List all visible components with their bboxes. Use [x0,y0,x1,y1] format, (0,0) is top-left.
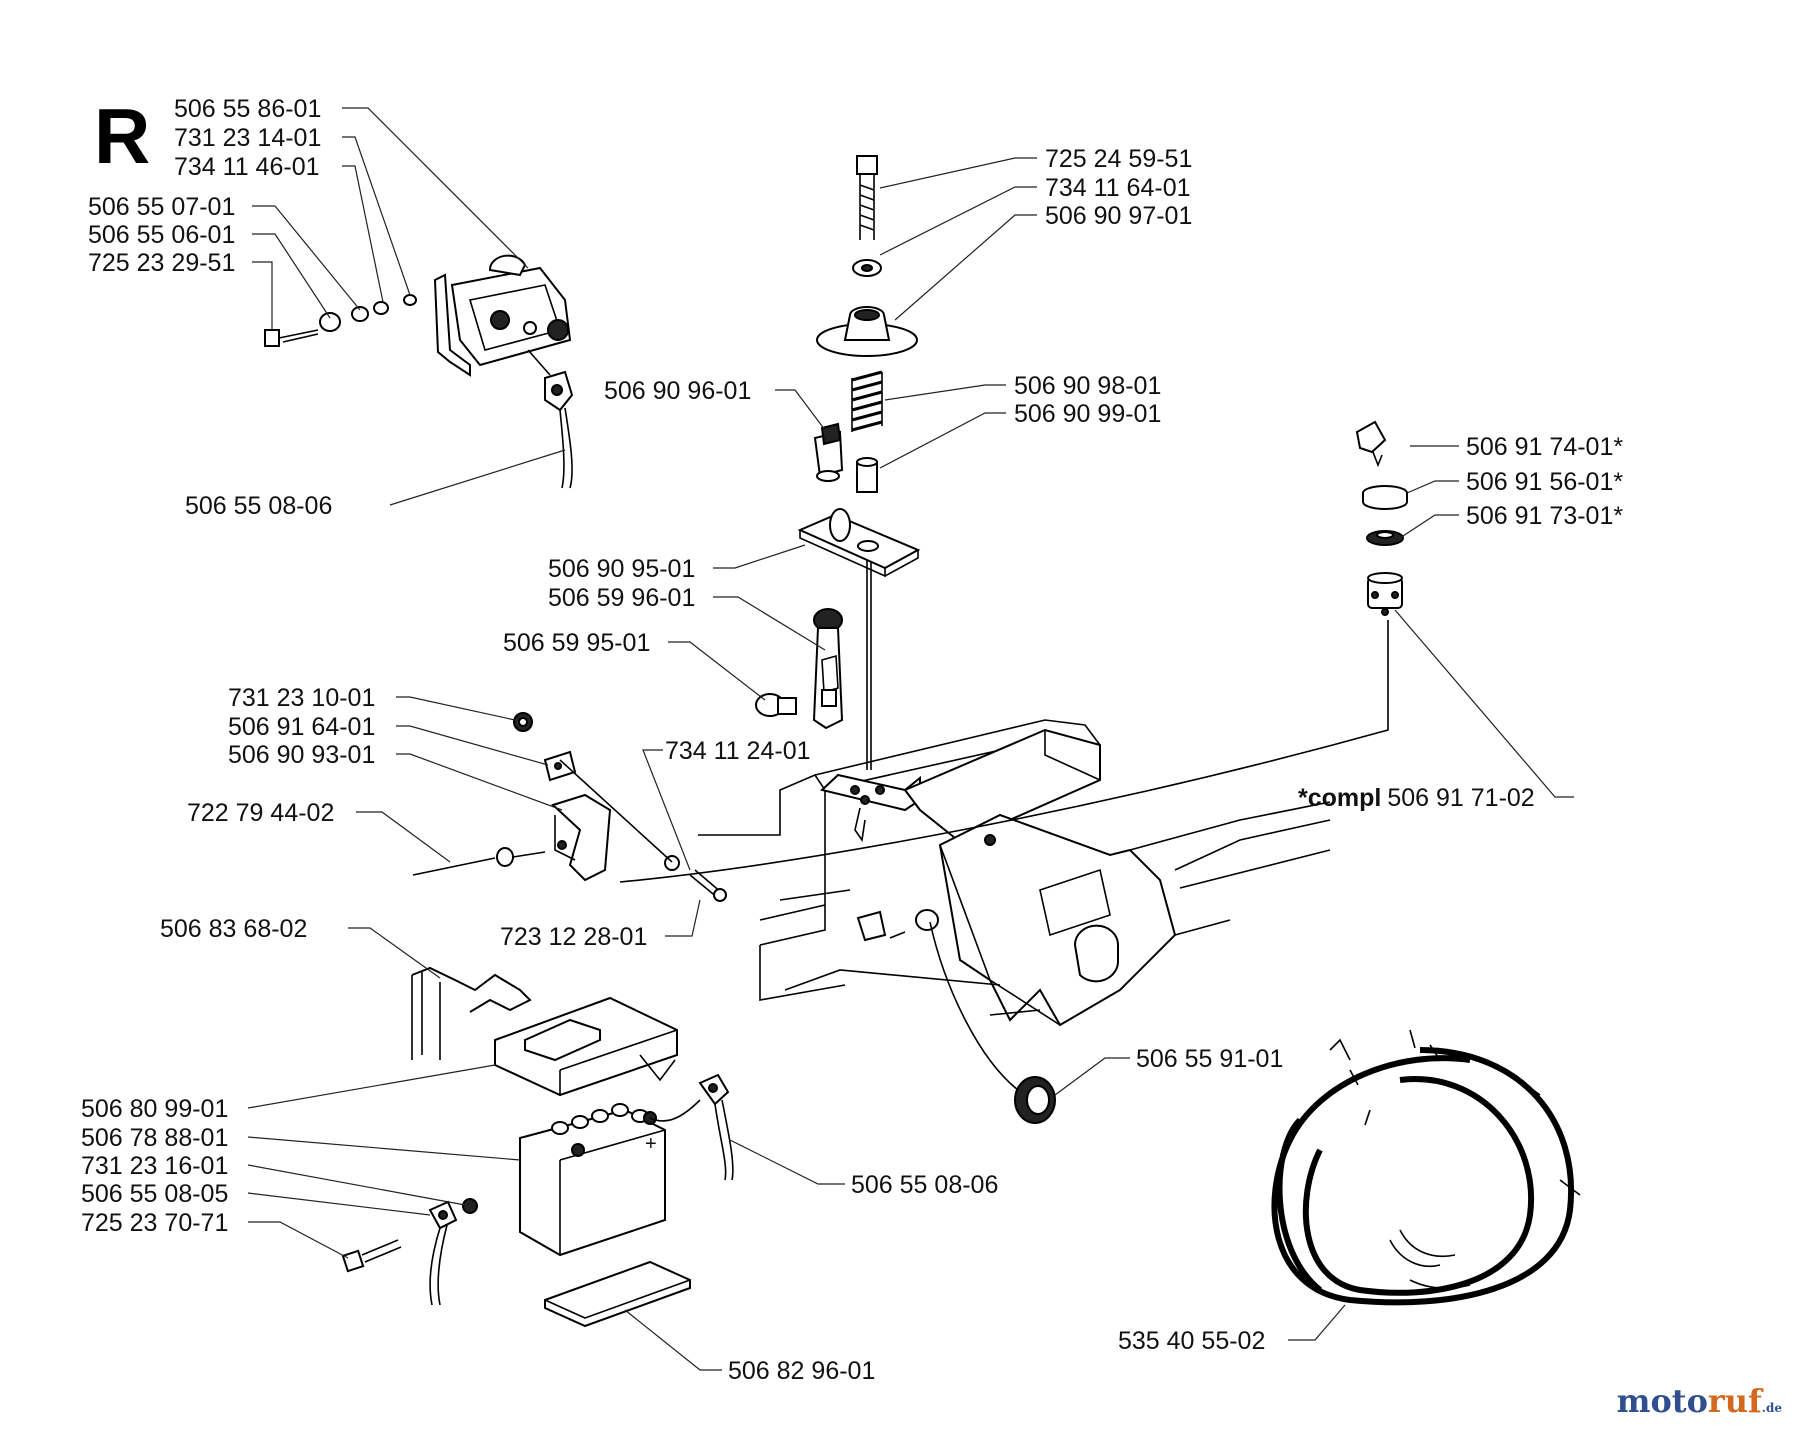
label-part: 725 23 70-71 [81,1209,228,1237]
micro-switch-group [412,620,1389,902]
label-compl-number: 506 91 71-02 [1387,784,1534,812]
label-part: 734 11 46-01 [174,153,320,181]
label-part: 506 90 93-01 [228,741,375,769]
label-part: 731 23 10-01 [228,684,375,712]
label-part: 506 91 64-01 [228,713,375,741]
label-part: 723 12 28-01 [500,923,647,951]
label-part: 506 90 99-01 [1014,400,1161,428]
battery-cable-negative [341,1198,478,1306]
label-part: 506 55 08-06 [851,1171,998,1199]
battery: + [519,1103,666,1257]
ignition-switch [1355,420,1408,616]
battery-cable-positive [649,1073,734,1181]
label-part: 506 55 91-01 [1136,1045,1283,1073]
label-part: 734 11 64-01 [1045,174,1191,202]
label-part: 506 78 88-01 [81,1124,228,1152]
label-part: 506 82 96-01 [728,1357,875,1385]
solenoid-assembly [264,254,572,377]
label-part: 506 59 95-01 [503,629,650,657]
lever-knob [755,693,797,717]
section-letter: R [94,92,150,180]
solenoid-cable [527,349,574,489]
battery-bracket [411,966,532,1060]
label-part: 506 90 98-01 [1014,372,1161,400]
battery-pad [544,1260,691,1328]
control-lever [812,608,844,730]
label-part: 506 55 08-05 [81,1180,228,1208]
svg-text:+: + [645,1133,657,1155]
label-part: 506 83 68-02 [160,915,307,943]
label-part: 722 79 44-02 [187,799,334,827]
label-part: 506 59 96-01 [548,584,695,612]
center-stack [816,155,918,770]
label-harness: 535 40 55-02 [1118,1327,1265,1355]
leader-lines [247,107,1574,1371]
label-part: 506 55 06-01 [88,221,235,249]
label-part: 506 80 99-01 [81,1095,228,1123]
chassis-frame [698,719,1331,1027]
label-part: 734 11 24-01 [665,737,811,765]
label-part: 506 90 95-01 [548,555,695,583]
part-labels: 506 55 86-01 731 23 14-01 734 11 46-01 5… [81,95,1623,1385]
mounting-plate [797,508,921,578]
label-part: 506 55 07-01 [88,193,235,221]
label-part: 725 24 59-51 [1045,145,1192,173]
label-part: 506 91 73-01* [1466,502,1623,530]
label-part: 506 91 56-01* [1466,468,1623,496]
label-solenoid: 506 55 86-01 [174,95,321,123]
coil [929,921,1056,1124]
label-part: 506 90 96-01 [604,377,751,405]
battery-cover [494,996,678,1097]
wiring-harness [1271,1029,1581,1306]
small-switch [813,422,844,482]
label-part: 731 23 14-01 [174,124,321,152]
label-part: 731 23 16-01 [81,1152,228,1180]
label-part: 725 23 29-51 [88,249,235,277]
label-compl-prefix: *compl [1298,784,1381,812]
watermark-logo: motoruf.de [1616,1382,1782,1420]
label-part: 506 90 97-01 [1045,202,1192,230]
label-part: 506 91 74-01* [1466,433,1623,461]
label-part: 506 55 08-06 [185,492,332,520]
